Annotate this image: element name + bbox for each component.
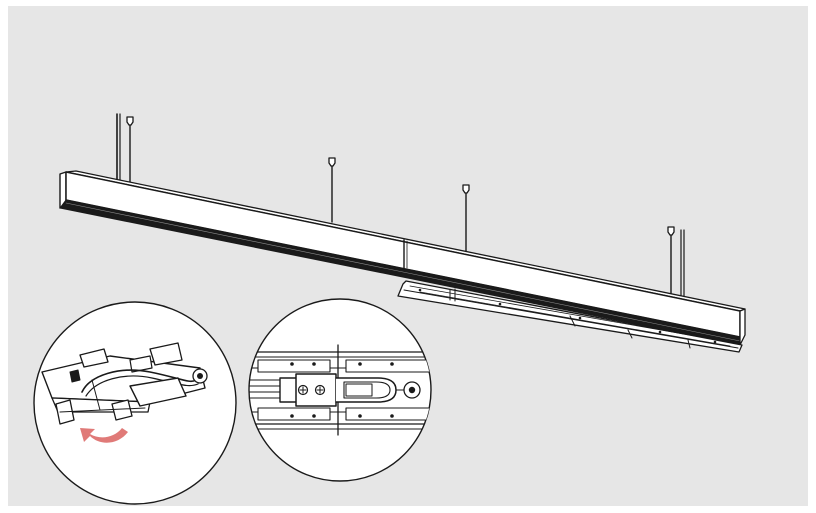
detail-circle-connector	[248, 298, 432, 482]
suspension-cable-1	[116, 113, 134, 187]
rotation-arrow-icon	[80, 428, 128, 443]
detail-circle-clip	[33, 301, 237, 505]
gear-tray	[397, 280, 743, 353]
suspension-cable-2	[328, 157, 336, 223]
suspension-cable-4	[667, 226, 685, 298]
linear-light-body	[59, 170, 746, 346]
suspension-cable-3	[462, 184, 470, 252]
